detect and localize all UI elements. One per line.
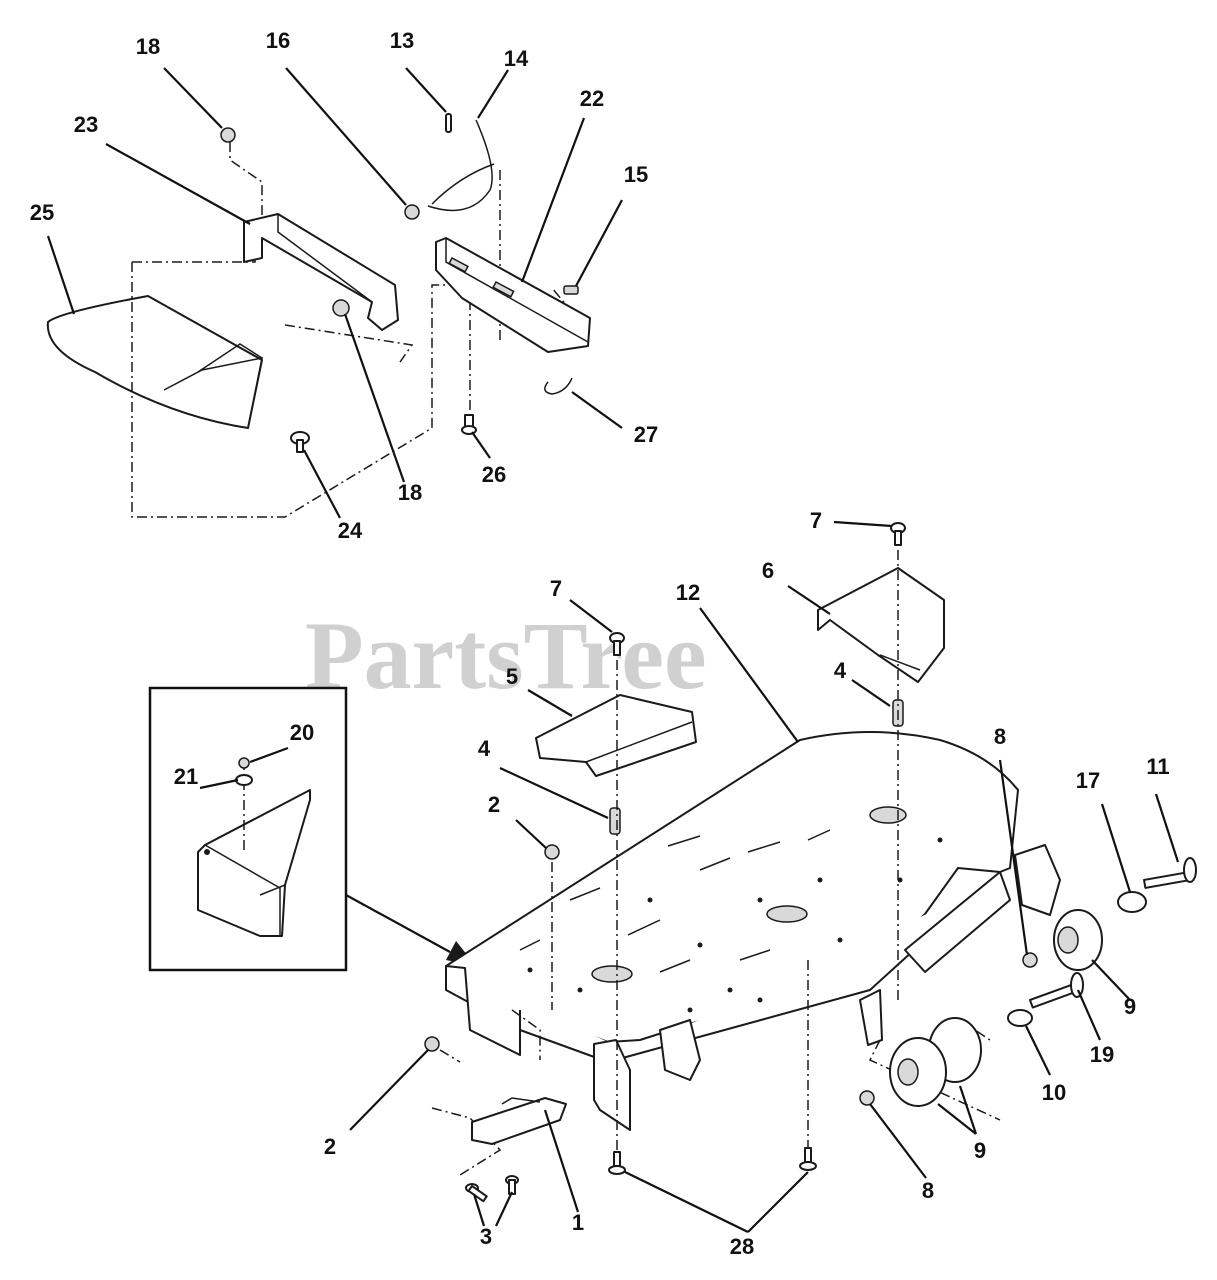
callout-3: 3 xyxy=(480,1224,492,1249)
callout-7-right: 7 xyxy=(810,508,822,533)
part-9-wheel-right xyxy=(1053,909,1103,971)
part-28-bolt-right xyxy=(799,1147,817,1171)
part-8-nut-right xyxy=(1022,952,1038,968)
part-10-spacer xyxy=(1007,1009,1033,1027)
callout-2-top: 2 xyxy=(488,792,500,817)
callout-20: 20 xyxy=(290,720,314,745)
part-5-belt-cover xyxy=(535,694,697,777)
callout-4-left: 4 xyxy=(478,736,491,761)
callout-23: 23 xyxy=(74,112,98,137)
leader-lines xyxy=(46,67,1180,1233)
part-3-bolts xyxy=(465,1175,519,1203)
part-6-belt-cover xyxy=(817,567,945,683)
callout-13: 13 xyxy=(390,28,414,53)
callout-10: 10 xyxy=(1042,1080,1066,1105)
part-25-deflector-plate xyxy=(46,295,263,429)
callout-12: 12 xyxy=(676,580,700,605)
callout-4-right: 4 xyxy=(834,658,847,683)
callout-22: 22 xyxy=(580,86,604,111)
part-1-bracket xyxy=(471,1097,567,1145)
part-23-cover-bracket xyxy=(243,213,399,331)
callout-19: 19 xyxy=(1090,1042,1114,1067)
part-7-bolt-left xyxy=(609,632,625,656)
callout-28: 28 xyxy=(730,1234,754,1259)
part-27-hairpin xyxy=(544,377,573,395)
part-28-bolt-left xyxy=(608,1151,626,1175)
callout-8-right: 8 xyxy=(994,724,1006,749)
callout-17: 17 xyxy=(1076,768,1100,793)
part-18-nut-lower xyxy=(332,299,350,317)
part-9-wheels-front xyxy=(889,1017,982,1107)
callout-26: 26 xyxy=(482,462,506,487)
part-24-carriage-bolt xyxy=(290,431,310,453)
callout-9-front: 9 xyxy=(974,1138,986,1163)
callout-27: 27 xyxy=(634,422,658,447)
part-12-mower-deck xyxy=(445,731,1061,1131)
part-7-bolt-right xyxy=(890,522,906,546)
part-19-axle-bolt xyxy=(1029,972,1084,1009)
part-2-nut-top xyxy=(544,844,560,860)
part-16-nut xyxy=(404,204,420,220)
part-13-pin xyxy=(445,113,452,133)
callout-15: 15 xyxy=(624,162,648,187)
upper-assembly xyxy=(46,113,591,518)
callout-25: 25 xyxy=(30,200,54,225)
part-17-spacer xyxy=(1117,891,1147,913)
callout-16: 16 xyxy=(266,28,290,53)
callout-labels: 18 16 13 14 22 23 15 25 27 26 18 24 7 6 … xyxy=(30,28,1170,1259)
callout-1: 1 xyxy=(572,1210,584,1235)
part-15-bolt xyxy=(563,285,579,295)
callout-5: 5 xyxy=(506,664,518,689)
part-4-spacer-left xyxy=(609,807,621,835)
part-14-wire-rod xyxy=(427,119,495,212)
watermark: PartsTree xyxy=(305,602,707,709)
part-22-mounting-bracket xyxy=(435,237,591,353)
part-20-screw xyxy=(238,757,250,769)
part-8-nut-front xyxy=(859,1090,875,1106)
callout-6: 6 xyxy=(762,558,774,583)
callout-11: 11 xyxy=(1146,754,1169,779)
callout-8-front: 8 xyxy=(922,1178,934,1203)
callout-21: 21 xyxy=(174,764,198,789)
part-21-washer xyxy=(235,774,253,786)
callout-9-right: 9 xyxy=(1124,994,1136,1019)
callout-14: 14 xyxy=(504,46,529,71)
part-11-axle-bolt xyxy=(1143,857,1197,889)
detail-inset-frame xyxy=(148,686,348,972)
detail-inset xyxy=(148,686,348,972)
callout-18-top: 18 xyxy=(136,34,160,59)
callout-24: 24 xyxy=(338,518,363,543)
callout-7-left: 7 xyxy=(550,576,562,601)
callout-2-bottom: 2 xyxy=(324,1134,336,1159)
part-2-nut-bottom xyxy=(424,1036,440,1052)
part-18-nut-top xyxy=(220,127,236,143)
part-26-bolt xyxy=(461,414,477,435)
callout-18-lower: 18 xyxy=(398,480,422,505)
